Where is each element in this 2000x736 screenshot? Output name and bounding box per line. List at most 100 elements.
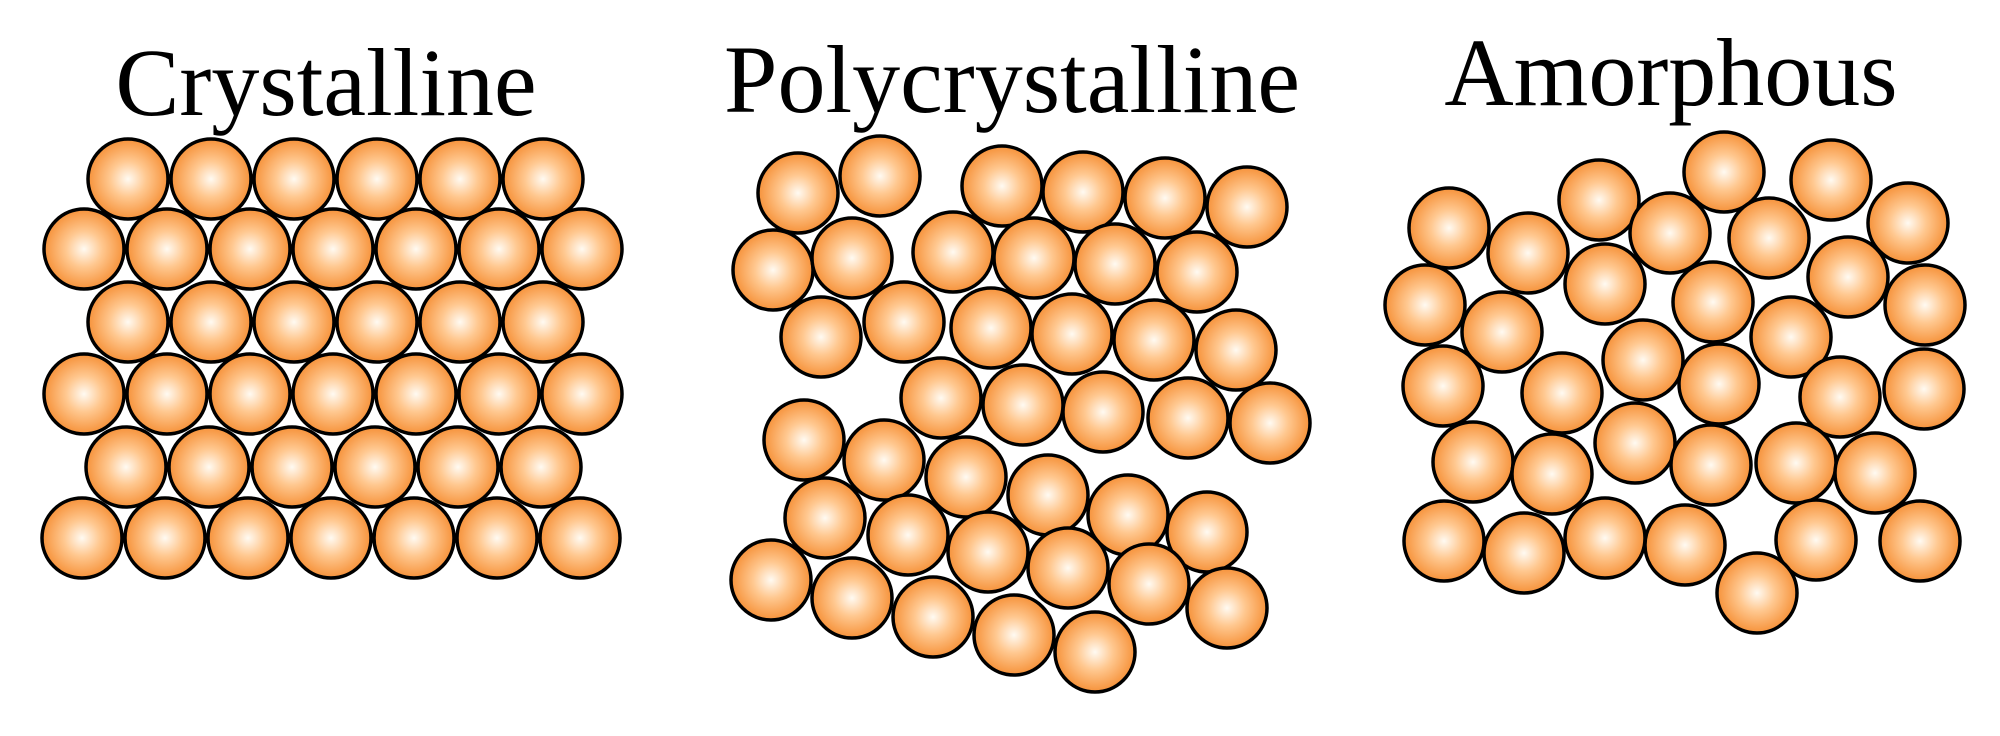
polycrystalline-atom	[1041, 150, 1125, 234]
polycrystalline-atom	[1053, 610, 1137, 694]
crystalline-atom	[501, 280, 585, 364]
polycrystalline-atom	[1006, 453, 1090, 537]
polycrystalline-atom	[911, 210, 995, 294]
polycrystalline-atom	[1194, 308, 1278, 392]
crystalline-title: Crystalline	[115, 29, 536, 136]
crystalline-atom	[538, 496, 622, 580]
crystalline-atom	[86, 280, 170, 364]
amorphous-atom	[1833, 431, 1917, 515]
crystalline-atom	[289, 496, 373, 580]
amorphous-atom	[1682, 130, 1766, 214]
amorphous-atom	[1882, 347, 1966, 431]
crystalline-atom	[125, 352, 209, 436]
crystalline-atom	[123, 496, 207, 580]
crystalline-atom	[125, 207, 209, 291]
crystalline-atom	[42, 352, 126, 436]
polycrystalline-atom	[1155, 230, 1239, 314]
amorphous-atom	[1563, 242, 1647, 326]
crystalline-panel: Crystalline	[40, 29, 624, 580]
crystalline-atom	[169, 137, 253, 221]
crystalline-atom	[501, 137, 585, 221]
crystalline-atom	[250, 425, 334, 509]
polycrystalline-atom	[1061, 370, 1145, 454]
crystalline-atom	[540, 207, 624, 291]
polycrystalline-atom	[842, 418, 926, 502]
amorphous-atom	[1486, 211, 1570, 295]
crystalline-atom	[457, 207, 541, 291]
amorphous-atom	[1520, 351, 1604, 435]
polycrystalline-atom	[1073, 222, 1157, 306]
polycrystalline-atom	[924, 435, 1008, 519]
crystalline-atom	[169, 280, 253, 364]
polycrystalline-atom	[1228, 381, 1312, 465]
crystalline-atom	[418, 280, 502, 364]
crystalline-atom	[208, 207, 292, 291]
amorphous-atom	[1563, 496, 1647, 580]
amorphous-atoms	[1383, 130, 1967, 635]
amorphous-atom	[1677, 342, 1761, 426]
polycrystalline-title: Polycrystalline	[724, 26, 1300, 133]
polycrystalline-atom	[1112, 298, 1196, 382]
crystalline-atom	[291, 207, 375, 291]
polycrystalline-atom	[960, 144, 1044, 228]
crystalline-atom	[167, 425, 251, 509]
crystalline-atom	[372, 496, 456, 580]
crystalline-atom	[374, 352, 458, 436]
crystalline-atom	[335, 137, 419, 221]
amorphous-atom	[1402, 499, 1486, 583]
crystalline-atom	[333, 425, 417, 509]
polycrystalline-atom	[729, 538, 813, 622]
polycrystalline-atom	[810, 556, 894, 640]
amorphous-title: Amorphous	[1444, 19, 1897, 126]
amorphous-atom	[1557, 158, 1641, 242]
polycrystalline-atom	[1146, 376, 1230, 460]
amorphous-atom	[1806, 235, 1890, 319]
polycrystalline-atom	[949, 286, 1033, 370]
crystalline-atom	[335, 280, 419, 364]
amorphous-atom	[1407, 186, 1491, 270]
crystalline-atom	[208, 352, 292, 436]
amorphous-atom	[1643, 503, 1727, 587]
crystalline-atom	[540, 352, 624, 436]
crystalline-atom	[457, 352, 541, 436]
amorphous-atom	[1754, 421, 1838, 505]
crystalline-atom	[252, 280, 336, 364]
polycrystalline-panel: Polycrystalline	[724, 26, 1312, 694]
crystalline-atoms	[40, 137, 624, 580]
amorphous-atom	[1510, 432, 1594, 516]
amorphous-atom	[1431, 420, 1515, 504]
polycrystalline-atom	[810, 216, 894, 300]
polycrystalline-atom	[1185, 566, 1269, 650]
crystalline-atom	[499, 425, 583, 509]
polycrystalline-atom	[866, 493, 950, 577]
crystalline-atom	[455, 496, 539, 580]
crystalline-atom	[291, 352, 375, 436]
amorphous-atom	[1866, 181, 1950, 265]
polycrystalline-atom	[838, 134, 922, 218]
polycrystalline-atom	[762, 398, 846, 482]
amorphous-atom	[1628, 191, 1712, 275]
polycrystalline-atom	[1123, 156, 1207, 240]
amorphous-atom	[1749, 295, 1833, 379]
crystalline-atom	[42, 207, 126, 291]
amorphous-atom	[1798, 355, 1882, 439]
crystalline-atom	[206, 496, 290, 580]
polycrystalline-atom	[891, 575, 975, 659]
polycrystalline-atom	[1205, 165, 1289, 249]
polycrystalline-atom	[899, 356, 983, 440]
amorphous-atom	[1401, 344, 1485, 428]
crystalline-atom	[418, 137, 502, 221]
amorphous-atom	[1593, 401, 1677, 485]
amorphous-panel: Amorphous	[1383, 19, 1967, 635]
amorphous-atom	[1383, 263, 1467, 347]
amorphous-atom	[1715, 551, 1799, 635]
polycrystalline-atom	[783, 476, 867, 560]
polycrystalline-atom	[992, 216, 1076, 300]
polycrystalline-atom	[946, 510, 1030, 594]
polycrystalline-atom	[1026, 526, 1110, 610]
crystalline-atom	[252, 137, 336, 221]
crystalline-atom	[374, 207, 458, 291]
amorphous-atom	[1460, 290, 1544, 374]
amorphous-atom	[1789, 138, 1873, 222]
